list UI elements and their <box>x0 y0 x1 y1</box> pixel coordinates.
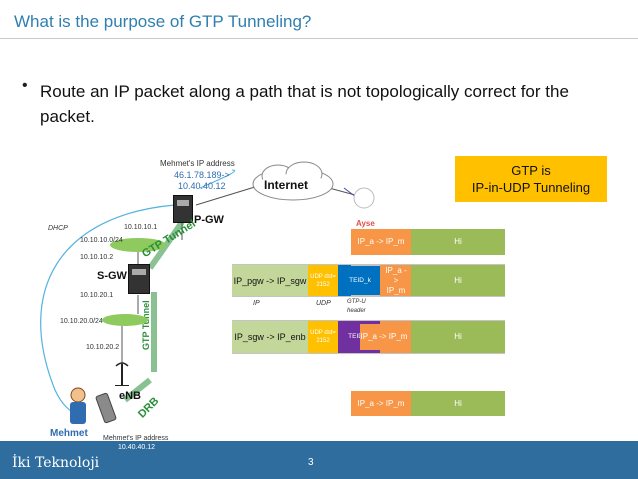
packet2-outer-ip: IP_sgw -> IP_enb <box>232 321 308 353</box>
net1-label: 10.10.10.0/24 <box>80 237 123 244</box>
pgw-server-icon <box>173 195 193 223</box>
ip-caption-link <box>199 169 236 189</box>
packet1-payload: Hi <box>411 265 505 296</box>
slide-title: What is the purpose of GTP Tunneling? <box>14 12 312 31</box>
drb-pipe <box>123 377 152 403</box>
footer-brand: İki Teknoloji <box>12 455 100 471</box>
net1-cloud-icon <box>110 238 166 252</box>
label-gtpu: GTP-U header <box>347 299 366 314</box>
internet-label: Internet <box>264 178 309 192</box>
internet-cloud-icon <box>252 161 334 201</box>
net2-cloud-icon <box>102 314 148 326</box>
packet1-outer-ip: IP_pgw -> IP_sgw <box>232 265 308 296</box>
mehmet-ip-line2: 10.40.40.12 <box>178 181 226 191</box>
pgw-label: P-GW <box>194 214 224 226</box>
pgw-ip: 10.10.10.1 <box>124 224 158 231</box>
mehmet-label: Mehmet <box>50 428 88 439</box>
footer-bar <box>0 441 638 479</box>
enb-ip: 10.10.20.2 <box>86 344 120 351</box>
enb-antenna-icon <box>115 362 129 386</box>
dhcp-label: DHCP <box>48 225 68 232</box>
ayse-person-icon <box>353 187 375 209</box>
bottom-ip-value: 10.40.40.12 <box>118 444 155 451</box>
bullet-text: Route an IP packet along a path that is … <box>40 82 569 126</box>
page-number: 3 <box>308 457 314 468</box>
packet0-payload: Hi <box>411 229 505 255</box>
gtp-definition-box: GTP is IP-in-UDP Tunneling <box>455 156 607 202</box>
packet1-udp: UDP dst= 2152 <box>308 265 338 296</box>
packet1-teid: TEID_k <box>340 266 380 295</box>
sgw-server-icon <box>128 264 150 294</box>
diagram-lines <box>40 169 505 418</box>
title-divider <box>0 38 638 39</box>
packet2-udp: UDP dst= 2152 <box>308 321 338 353</box>
sgw-label: S-GW <box>97 270 127 282</box>
packet2-inner-ip: IP_a -> IP_m <box>360 324 408 350</box>
label-udp: UDP <box>316 300 331 307</box>
packet3-ip-header: IP_a -> IP_m <box>351 391 411 416</box>
gtp-box-line2: IP-in-UDP Tunneling <box>471 180 591 195</box>
packet1-inner-ip: IP_a -> IP_m <box>384 266 408 295</box>
tunnel-pipe-pgw <box>147 220 185 270</box>
mehmet-ip-line1: 46.1.78.189-> <box>174 170 230 180</box>
sgw-ip-down: 10.10.20.1 <box>80 292 114 299</box>
dhcp-curve <box>40 204 176 417</box>
packet2-payload: Hi <box>411 321 505 353</box>
mehmet-person-icon <box>70 387 117 424</box>
gtp-box-line1: GTP is <box>511 163 551 178</box>
sgw-ip-up: 10.10.10.2 <box>80 254 114 261</box>
bottom-ip-caption: Mehmet's IP address <box>103 435 169 442</box>
label-ip: IP <box>253 300 260 307</box>
packet0-ip-header: IP_a -> IP_m <box>351 229 411 255</box>
ayse-label: Ayse <box>356 219 375 228</box>
enb-label: eNB <box>119 390 142 402</box>
net2-label: 10.10.20.0/24 <box>60 318 103 325</box>
packet3-payload: Hi <box>411 391 505 416</box>
bullet-marker: • <box>22 77 28 94</box>
pgw-internet-link <box>195 185 259 206</box>
mehmet-ip-caption: Mehmet's IP address <box>160 159 235 168</box>
